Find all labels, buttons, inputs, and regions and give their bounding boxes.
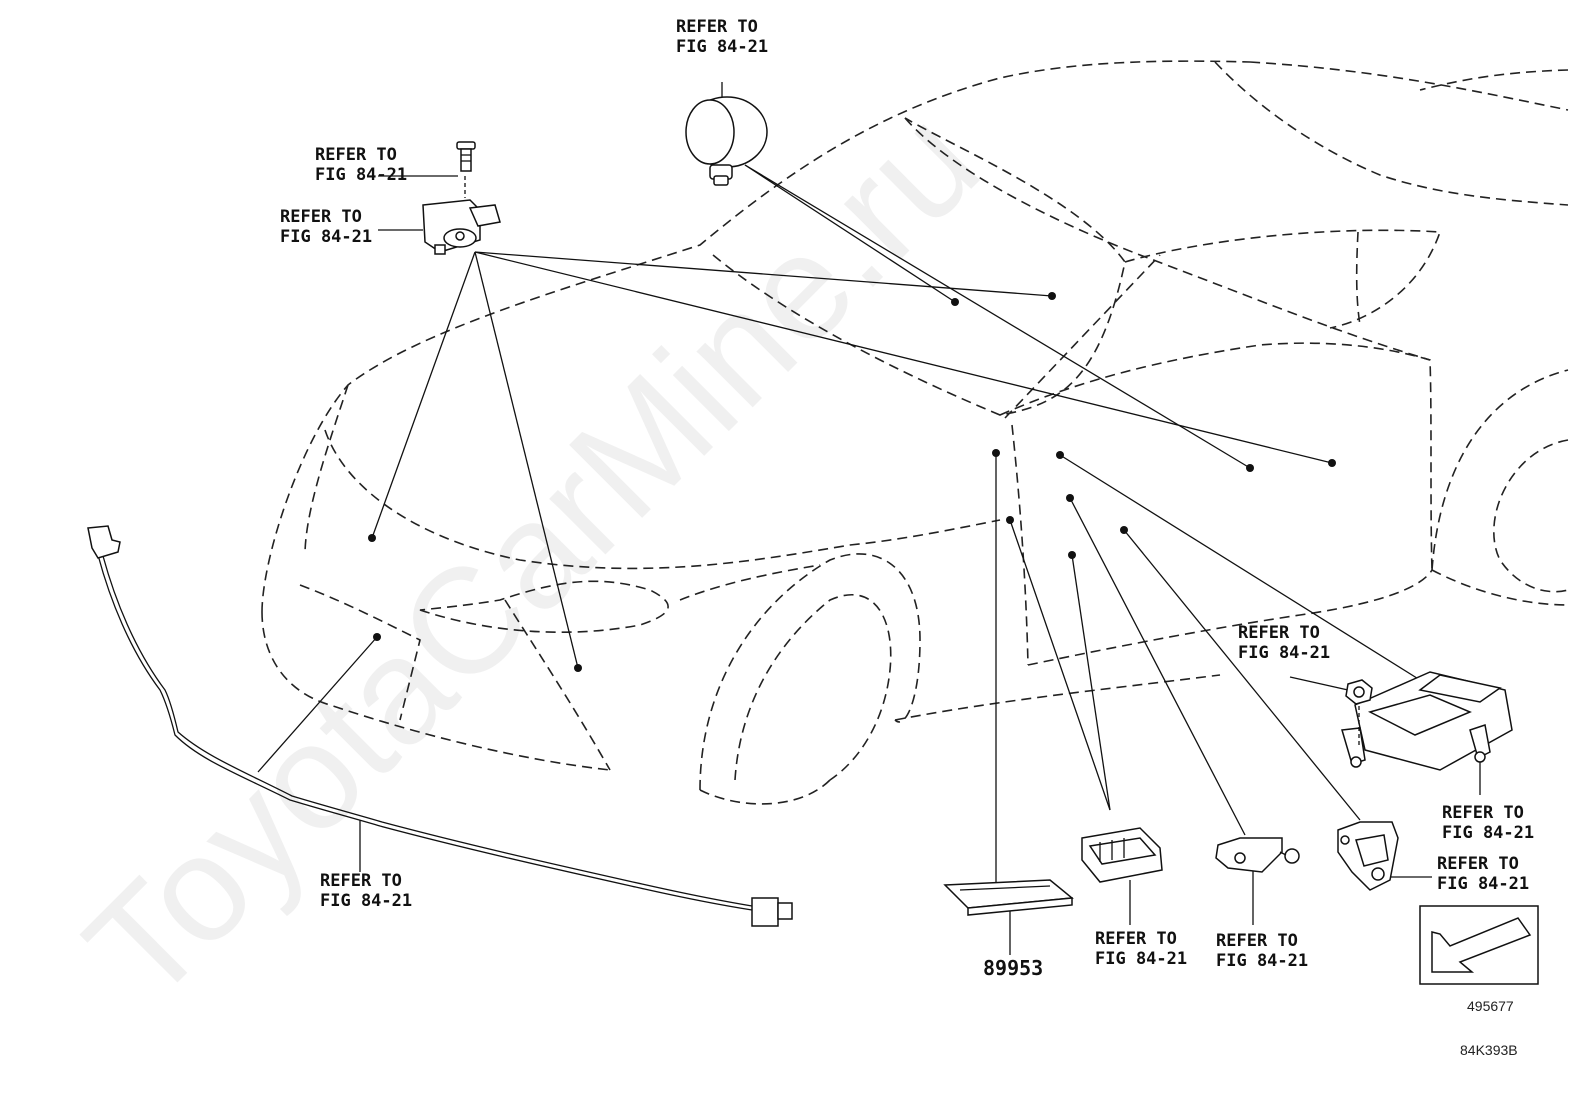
- horn-icon: [685, 96, 768, 186]
- direction-arrow-icon: [1431, 917, 1532, 973]
- callout-horn: REFER TO FIG 84-21: [676, 17, 768, 57]
- svg-text:FIG 84-21: FIG 84-21: [1238, 643, 1330, 663]
- svg-text:REFER TO: REFER TO: [1437, 854, 1519, 874]
- callout-bracket: REFER TO FIG 84-21: [1216, 931, 1308, 971]
- svg-text:FIG 84-21: FIG 84-21: [280, 227, 372, 247]
- car-body-outline: [261, 60, 1569, 805]
- part-number-label: 89953: [983, 956, 1043, 980]
- mount-points: [368, 292, 1336, 672]
- callout-front-sensor: REFER TO FIG 84-21: [280, 207, 372, 247]
- callout-switch: REFER TO FIG 84-21: [1095, 929, 1187, 969]
- figure-code: 84K393B: [1460, 1042, 1518, 1058]
- svg-text:FIG 84-21: FIG 84-21: [1442, 823, 1534, 843]
- arrow-box-code: 495677: [1467, 998, 1514, 1014]
- callout-side-sensor: REFER TO FIG 84-21: [1437, 854, 1529, 894]
- direction-arrow-box: [1419, 905, 1539, 985]
- svg-text:REFER TO: REFER TO: [1442, 803, 1524, 823]
- callout-harness: REFER TO FIG 84-21: [320, 871, 412, 911]
- bolt-icon: [456, 141, 476, 172]
- svg-text:REFER TO: REFER TO: [1095, 929, 1177, 949]
- part-89953-icon: [943, 879, 1074, 916]
- callout-bolt: REFER TO FIG 84-21: [315, 145, 407, 185]
- svg-text:FIG 84-21: FIG 84-21: [1437, 874, 1529, 894]
- callout-nut: REFER TO FIG 84-21: [1238, 623, 1330, 663]
- nut-icon: [1345, 679, 1373, 745]
- svg-text:REFER TO: REFER TO: [676, 17, 758, 37]
- front-impact-sensor-icon: [422, 199, 501, 255]
- bracket-sensor-icon: [1337, 821, 1399, 891]
- airbag-ecu-icon: [1341, 671, 1513, 771]
- leader-lines: [257, 82, 1481, 955]
- svg-text:REFER TO: REFER TO: [320, 871, 402, 891]
- svg-text:REFER TO: REFER TO: [1238, 623, 1320, 643]
- wire-harness-icon: [87, 525, 793, 927]
- svg-text:FIG 84-21: FIG 84-21: [1216, 951, 1308, 971]
- svg-text:FIG 84-21: FIG 84-21: [320, 891, 412, 911]
- side-sensor-icon: [1081, 827, 1163, 883]
- svg-text:FIG 84-21: FIG 84-21: [676, 37, 768, 57]
- svg-text:FIG 84-21: FIG 84-21: [1095, 949, 1187, 969]
- svg-text:REFER TO: REFER TO: [280, 207, 362, 227]
- callout-ecu: REFER TO FIG 84-21: [1442, 803, 1534, 843]
- watermark: ToyotaCarMine.ru: [54, 77, 1010, 1033]
- door-sensor-icon: [1215, 837, 1300, 873]
- svg-text:REFER TO: REFER TO: [1216, 931, 1298, 951]
- svg-text:REFER TO: REFER TO: [315, 145, 397, 165]
- svg-text:FIG 84-21: FIG 84-21: [315, 165, 407, 185]
